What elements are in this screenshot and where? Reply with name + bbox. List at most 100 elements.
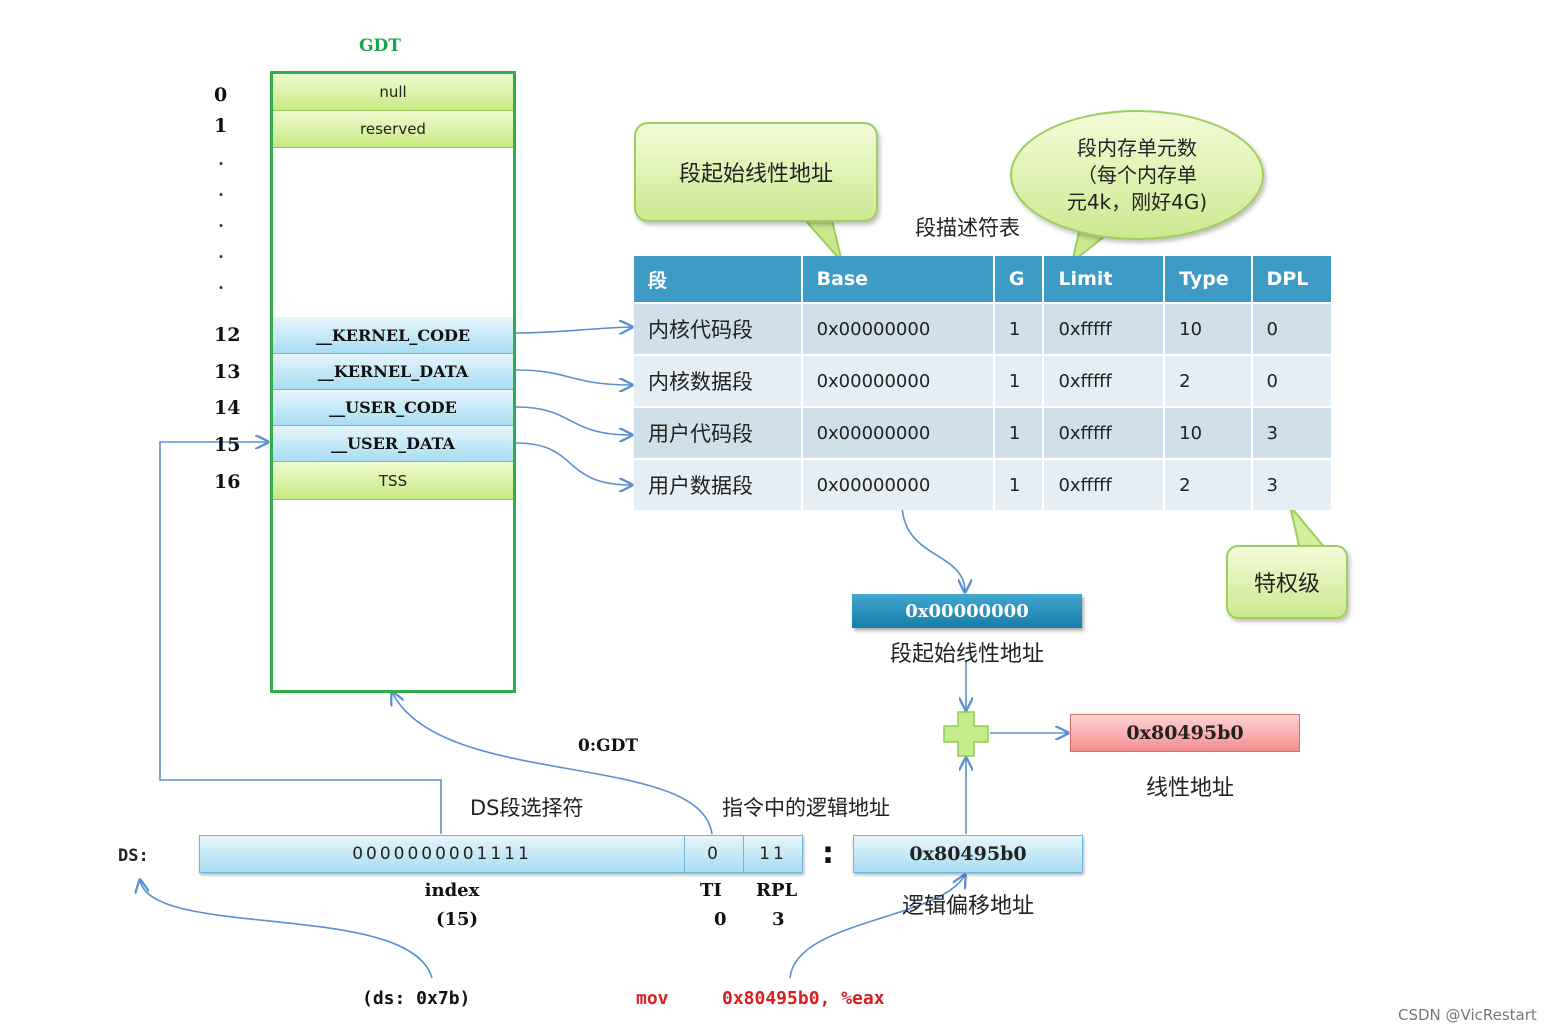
cell-limit: 0xfffff: [1043, 302, 1166, 355]
table-row: 内核代码段 0x00000000 1 0xfffff 10 0: [634, 302, 1331, 355]
cell-limit: 0xfffff: [1043, 458, 1166, 510]
segment-base-label: 段起始线性地址: [889, 642, 1044, 667]
arrow-user-code: [515, 406, 632, 435]
cell-type: 10: [1164, 406, 1253, 459]
cell-limit: 0xfffff: [1043, 354, 1166, 407]
cell-base: 0x00000000: [801, 406, 995, 459]
cell-type: 2: [1164, 354, 1253, 407]
cell-segment: 用户代码段: [634, 406, 803, 459]
gdt-entry-kernel-data: __KERNEL_DATA: [273, 354, 513, 390]
arrow-ti-to-gdt: [392, 692, 713, 835]
cell-segment: 内核代码段: [634, 302, 803, 355]
header-limit: Limit: [1043, 256, 1166, 303]
selector-index-bits: 0000000001111: [352, 844, 532, 864]
rpl-value: 3: [772, 909, 785, 930]
selector-divider: [743, 836, 744, 872]
cell-type: 2: [1164, 458, 1253, 510]
cell-segment: 用户数据段: [634, 458, 803, 510]
gdt-entry-tss: TSS: [273, 462, 513, 500]
gdt-index-16: 16: [214, 471, 241, 493]
header-dpl: DPL: [1251, 256, 1331, 303]
arrow-mov-to-offset: [789, 875, 965, 979]
segment-selector: 0000000001111 0 11: [199, 835, 803, 873]
cell-dpl: 0: [1251, 354, 1331, 407]
header-g: G: [993, 256, 1045, 303]
cell-g: 1: [993, 302, 1045, 355]
watermark: CSDN @VicRestart: [1398, 1006, 1537, 1024]
gdt-entry-reserved: reserved: [273, 111, 513, 148]
cell-base: 0x00000000: [801, 354, 995, 407]
gdt-ellipsis-dot: .: [218, 243, 224, 262]
table-row: 用户代码段 0x00000000 1 0xfffff 10 3: [634, 406, 1331, 459]
header-segment: 段: [634, 256, 803, 303]
ds-selector-label: DS段选择符: [470, 796, 584, 820]
gdt-index-1: 1: [214, 115, 228, 137]
gdt-entry-user-data: __USER_DATA: [273, 426, 513, 462]
logical-offset-label: 逻辑偏移地址: [902, 894, 1035, 919]
descriptor-table-caption: 段描述符表: [915, 216, 1020, 240]
selector-ti-bit: 0: [707, 844, 721, 864]
cell-g: 1: [993, 354, 1045, 407]
ds-register-label: DS:: [118, 846, 149, 866]
callout-limit-line2: （每个内存单: [1077, 162, 1197, 187]
instruction-opcode: mov: [636, 988, 669, 1009]
callout-limit-line1: 段内存单元数: [1077, 135, 1197, 160]
table-row: 用户数据段 0x00000000 1 0xfffff 2 3: [634, 458, 1331, 510]
instruction-operands: 0x80495b0, %eax: [722, 988, 885, 1009]
cell-g: 1: [993, 458, 1045, 510]
gdt-entry-kernel-code: __KERNEL_CODE: [273, 317, 513, 354]
gdt-index-0: 0: [214, 84, 228, 106]
plus-icon: [943, 711, 989, 757]
ds-value-text: (ds: 0x7b): [362, 988, 471, 1009]
cell-segment: 内核数据段: [634, 354, 803, 407]
cell-dpl: 3: [1251, 458, 1331, 510]
arrow-ds-value: [140, 880, 433, 979]
callout-base-start: 段起始线性地址: [634, 122, 878, 222]
gdt-index-14: 14: [214, 397, 241, 419]
arrow-index-to-gdt: [159, 442, 442, 834]
segment-base-box: 0x00000000: [852, 594, 1082, 628]
gdt-ellipsis-dot: .: [218, 212, 224, 231]
selector-divider: [684, 836, 685, 872]
index-label: index: [424, 880, 480, 901]
linear-address-label: 线性地址: [1145, 776, 1234, 801]
table-row: 内核数据段 0x00000000 1 0xfffff 2 0: [634, 354, 1331, 407]
gdt-ellipsis-dot: .: [218, 150, 224, 169]
selector-offset-separator: :: [822, 836, 834, 871]
cell-base: 0x00000000: [801, 458, 995, 510]
header-type: Type: [1164, 256, 1253, 303]
logical-address-label: 指令中的逻辑地址: [722, 796, 890, 820]
cell-dpl: 0: [1251, 302, 1331, 355]
cell-type: 10: [1164, 302, 1253, 355]
gdt-ellipsis-dot: .: [218, 274, 224, 293]
bubble3-tail: [1289, 505, 1328, 552]
gdt-index-13: 13: [214, 361, 241, 383]
arrow-kernel-data: [515, 369, 632, 385]
linear-address-box: 0x80495b0: [1070, 714, 1300, 752]
logical-offset-box: 0x80495b0: [853, 835, 1083, 873]
cell-dpl: 3: [1251, 406, 1331, 459]
arrow-base-down: [901, 499, 965, 592]
gdt-index-15: 15: [214, 434, 241, 456]
gdt-title: GDT: [359, 36, 401, 56]
gdt-ellipsis-dot: .: [218, 181, 224, 200]
cell-limit: 0xfffff: [1043, 406, 1166, 459]
gdt-entry-user-code: __USER_CODE: [273, 390, 513, 426]
descriptor-table: 段 Base G Limit Type DPL 内核代码段 0x00000000…: [634, 256, 1331, 510]
cell-g: 1: [993, 406, 1045, 459]
ti-gdt-hint: 0:GDT: [578, 736, 639, 756]
ti-value: 0: [714, 909, 727, 930]
descriptor-table-header: 段 Base G Limit Type DPL: [634, 256, 1331, 303]
rpl-label: RPL: [756, 880, 798, 901]
gdt-table: null reserved __KERNEL_CODE __KERNEL_DAT…: [270, 71, 516, 693]
arrow-user-data: [515, 442, 632, 485]
arrow-kernel-code: [515, 327, 632, 333]
header-base: Base: [801, 256, 995, 303]
cell-base: 0x00000000: [801, 302, 995, 355]
callout-limit-line3: 元4k，刚好4G): [1066, 189, 1208, 214]
callout-privilege: 特权级: [1226, 545, 1348, 619]
gdt-index-12: 12: [214, 324, 241, 346]
index-value: (15): [435, 909, 479, 930]
callout-limit-units: 段内存单元数 （每个内存单 元4k，刚好4G): [1010, 110, 1264, 240]
ti-label: TI: [700, 880, 722, 901]
